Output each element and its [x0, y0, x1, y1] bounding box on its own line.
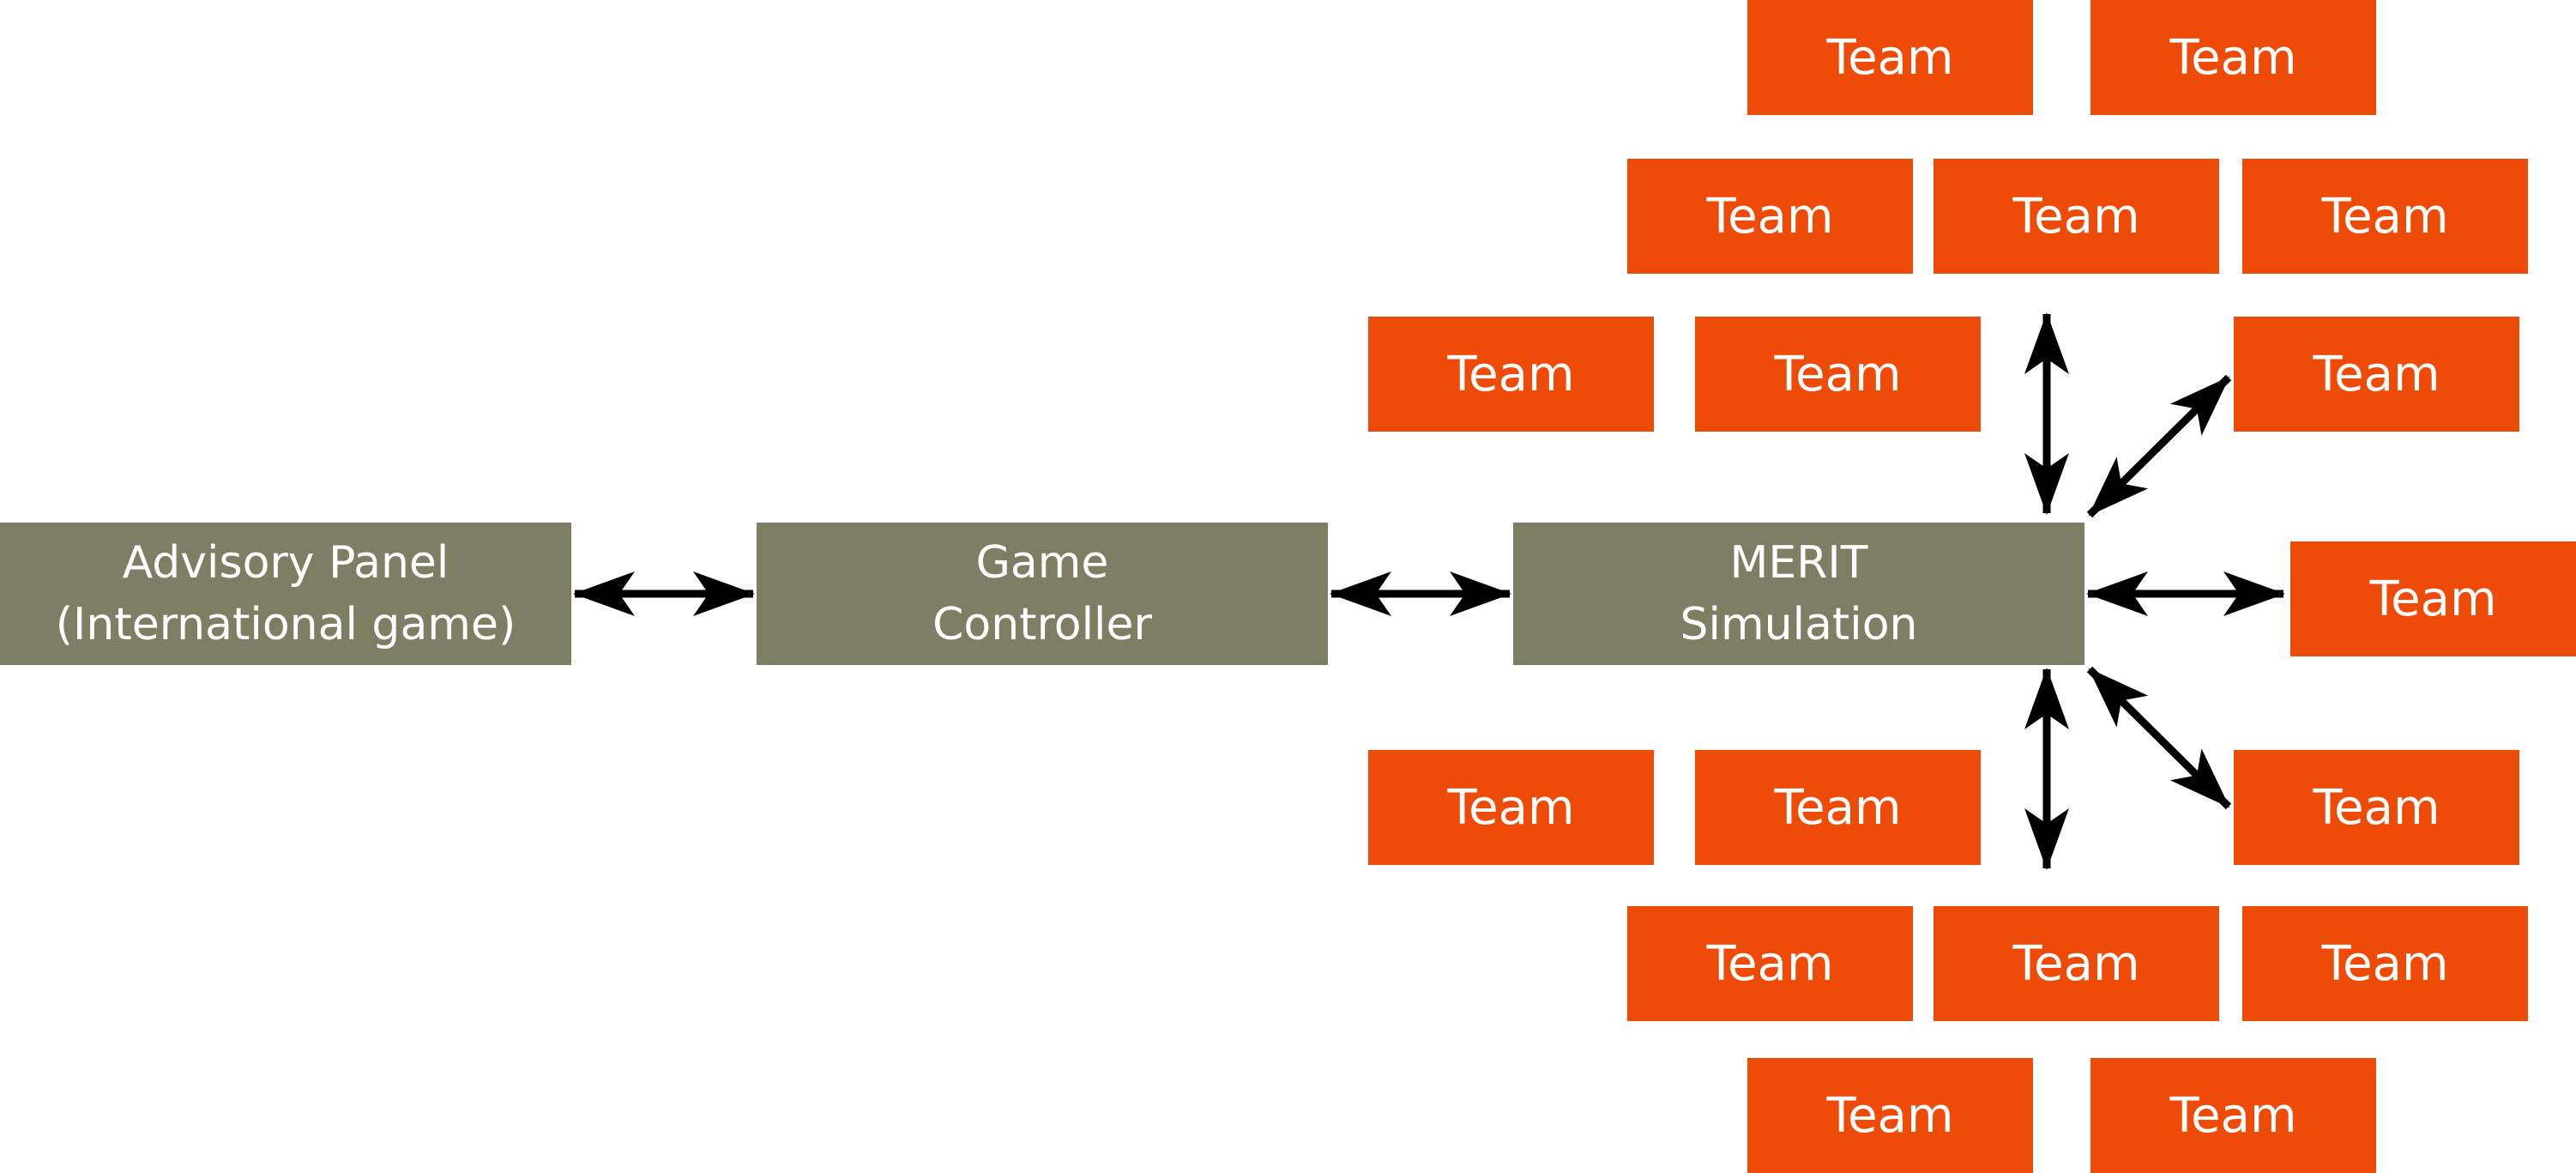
team-box: Team: [1747, 1058, 2033, 1173]
team-label: Team: [2369, 571, 2497, 627]
team-label: Team: [1774, 346, 1902, 402]
team-label: Team: [2012, 935, 2140, 992]
team-box: Team: [1627, 906, 1913, 1021]
team-box: Team: [2090, 0, 2376, 115]
team-label: Team: [2321, 935, 2449, 992]
merit-simulation-line2: Simulation: [1680, 599, 1918, 650]
team-label: Team: [2169, 1087, 2297, 1144]
team-box: Team: [1368, 750, 1654, 865]
arrow-merit-upper-right: [2086, 374, 2232, 518]
team-label: Team: [2321, 188, 2449, 245]
merit-simulation-line1: MERIT: [1729, 537, 1868, 589]
team-label: Team: [1826, 29, 1954, 86]
team-label: Team: [2313, 346, 2440, 402]
advisory-panel-box: Advisory Panel (International game): [0, 523, 571, 665]
game-controller-line2: Controller: [932, 599, 1152, 650]
team-box: Team: [2234, 317, 2519, 432]
team-box: Team: [1695, 317, 1981, 432]
merit-simulation-box: MERIT Simulation: [1513, 523, 2084, 665]
advisory-panel-line1: Advisory Panel: [122, 537, 449, 589]
team-box: Team: [2090, 1058, 2376, 1173]
team-label: Team: [1447, 779, 1575, 836]
team-box: Team: [1934, 159, 2219, 274]
team-box: Team: [2242, 159, 2528, 274]
team-label: Team: [1706, 188, 1834, 245]
game-controller-line1: Game: [975, 537, 1109, 589]
team-label: Team: [1706, 935, 1834, 992]
team-box: Team: [2290, 541, 2576, 656]
team-label: Team: [1774, 779, 1902, 836]
team-label: Team: [2313, 779, 2440, 836]
game-controller-box: Game Controller: [757, 523, 1328, 665]
advisory-panel-line2: (International game): [55, 599, 516, 650]
team-box: Team: [2234, 750, 2519, 865]
team-box: Team: [1627, 159, 1913, 274]
team-box: Team: [1368, 317, 1654, 432]
team-label: Team: [2169, 29, 2297, 86]
team-label: Team: [1447, 346, 1575, 402]
team-box: Team: [2242, 906, 2528, 1021]
team-label: Team: [1826, 1087, 1954, 1144]
team-box: Team: [1695, 750, 1981, 865]
arrow-merit-lower-right: [2086, 666, 2232, 810]
team-label: Team: [2012, 188, 2140, 245]
team-box: Team: [1934, 906, 2219, 1021]
team-box: Team: [1747, 0, 2033, 115]
